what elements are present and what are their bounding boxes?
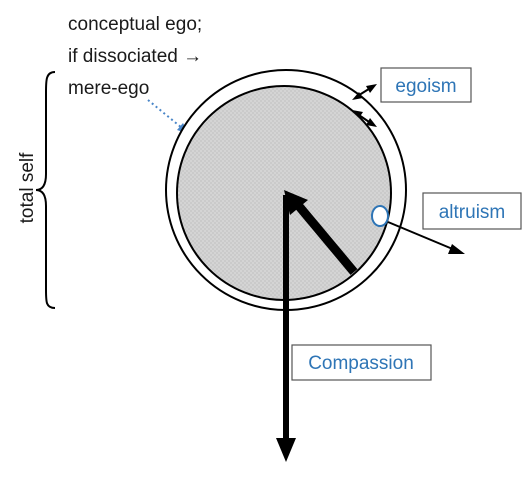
egoism-box	[380, 67, 472, 103]
annotation-line-2: if dissociated →	[68, 46, 202, 67]
altruism-box	[422, 192, 522, 230]
altruism-port	[371, 205, 389, 227]
compassion-arrowhead	[276, 438, 296, 462]
total-self-brace	[35, 71, 56, 309]
egoism-arrowhead-upper-b	[352, 92, 363, 100]
altruism-arrowhead	[448, 244, 465, 254]
dotted-pointer-arrow	[147, 99, 183, 129]
compassion-label: Compassion	[308, 353, 414, 374]
egoism-arrowhead-lower-b	[352, 110, 363, 118]
egoism-arrowhead-upper-a	[366, 84, 377, 93]
annotation-line-1: conceptual ego;	[68, 14, 202, 35]
total-self-label: total self	[17, 152, 38, 223]
altruism-arrow	[387, 221, 456, 251]
egoism-label: egoism	[395, 76, 456, 97]
annotation-line-3: mere-ego	[68, 78, 149, 99]
altruism-label: altruism	[439, 202, 506, 223]
egoism-arrowhead-lower-a	[366, 118, 377, 127]
inner-pointer-arrowhead	[284, 190, 308, 215]
compassion-box	[291, 344, 432, 381]
inner-pointer-shaft	[294, 202, 358, 275]
